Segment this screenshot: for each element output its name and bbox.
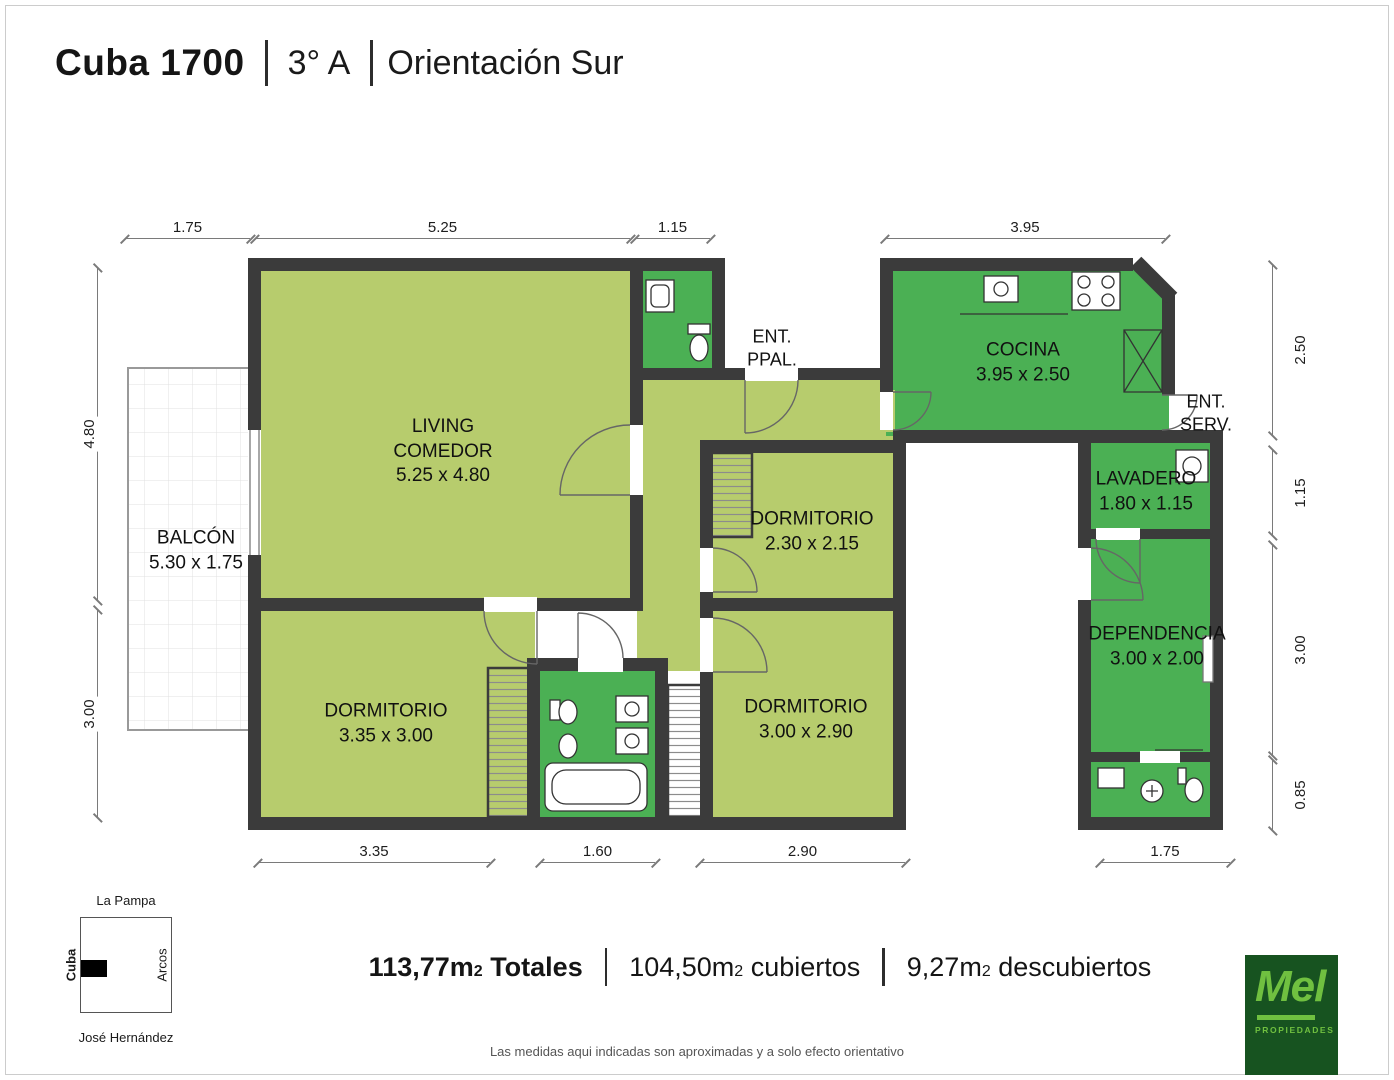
label-ent-ppal: ENT. PPAL. [747,326,797,370]
hall-floor-2 [637,446,707,671]
bath-service-sink [1097,767,1125,789]
room-dorm-c-floor [707,604,899,823]
dim-right-4: 0.85 [1272,760,1310,830]
hall-floor [637,374,899,446]
unit-label: 3° A [287,43,351,82]
closet-dorm-a [708,451,754,539]
building-marker [81,960,107,977]
street-south: José Hernández [78,1030,174,1045]
street-north: La Pampa [96,893,156,908]
fixtures [544,271,1214,812]
room-label-living: LIVING COMEDOR 5.25 x 4.80 [393,415,493,487]
closet-dorm-b [486,666,532,819]
street-east: Arcos [154,948,170,982]
block: Cuba Arcos [64,917,172,1013]
dim-right-3: 3.00 [1272,545,1310,755]
dim-top-4: 3.95 [885,219,1165,239]
dim-top-2: 5.25 [255,219,630,239]
room-label-balcon: BALCÓN 5.30 x 1.75 [148,527,244,573]
dim-bottom-4: 1.75 [1100,843,1230,863]
kitchen-cabinet [1123,329,1163,393]
dim-left-1: 4.80 [81,268,99,600]
dim-top-1: 1.75 [125,219,250,239]
dim-bottom-2: 1.60 [540,843,655,863]
room-label-dorm-c: DORMITORIO 3.00 x 2.90 [744,696,868,742]
room-balcon-floor [127,367,251,731]
dim-bottom-1: 3.35 [258,843,490,863]
room-label-dorm-b: DORMITORIO 3.35 x 3.00 [324,700,448,746]
dim-left-2: 3.00 [81,610,99,817]
totals-divider [882,948,885,986]
logo-name: Mel [1255,962,1326,1011]
logo-tagline: PROPIEDADES [1255,1025,1335,1035]
dim-right-2: 1.15 [1272,450,1310,535]
bath-top-toilet [687,323,711,335]
dim-top-3: 1.15 [635,219,710,239]
street-west: Cuba [63,948,79,982]
header: Cuba 1700 3° A Orientación Sur [55,40,624,86]
dim-bottom-3: 2.90 [700,843,905,863]
wall-diagonal [1130,256,1178,304]
disclaimer-text: Las medidas aqui indicadas son aproximad… [489,1044,905,1059]
label-ent-serv: ENT. SERV. [1179,391,1233,435]
room-label-lavadero: LAVADERO 1.80 x 1.15 [1095,468,1197,514]
room-dependencia-floor [1084,535,1217,757]
header-divider [264,40,268,86]
room-label-dependencia: DEPENDENCIA 3.00 x 2.00 [1088,623,1226,669]
door-swings [483,379,1198,673]
orientation-label: Orientación Sur [387,43,624,82]
bath-mid-bidet [558,733,578,759]
totals-divider [604,948,608,986]
closets [486,451,754,819]
exterior-gap [719,258,886,374]
bath-service-toilet [1184,777,1204,803]
room-label-dorm-a: DORMITORIO 2.30 x 2.15 [750,508,874,554]
room-label-cocina: COCINA 3.95 x 2.50 [975,339,1071,385]
dim-right-1: 2.50 [1272,265,1310,435]
dependencia-door-leaf [1202,635,1214,683]
bath-mid-toilet [558,699,578,725]
page-title: Cuba 1700 [55,42,245,83]
balcony-window [249,430,260,555]
door-openings [248,367,1180,763]
location-map: La Pampa Cuba Arcos José Hernández [58,893,194,1045]
header-divider [370,40,374,86]
brand-logo: Mel PROPIEDADES [1245,955,1338,1075]
logo-bar [1257,1015,1315,1020]
room-living-floor [255,265,637,605]
